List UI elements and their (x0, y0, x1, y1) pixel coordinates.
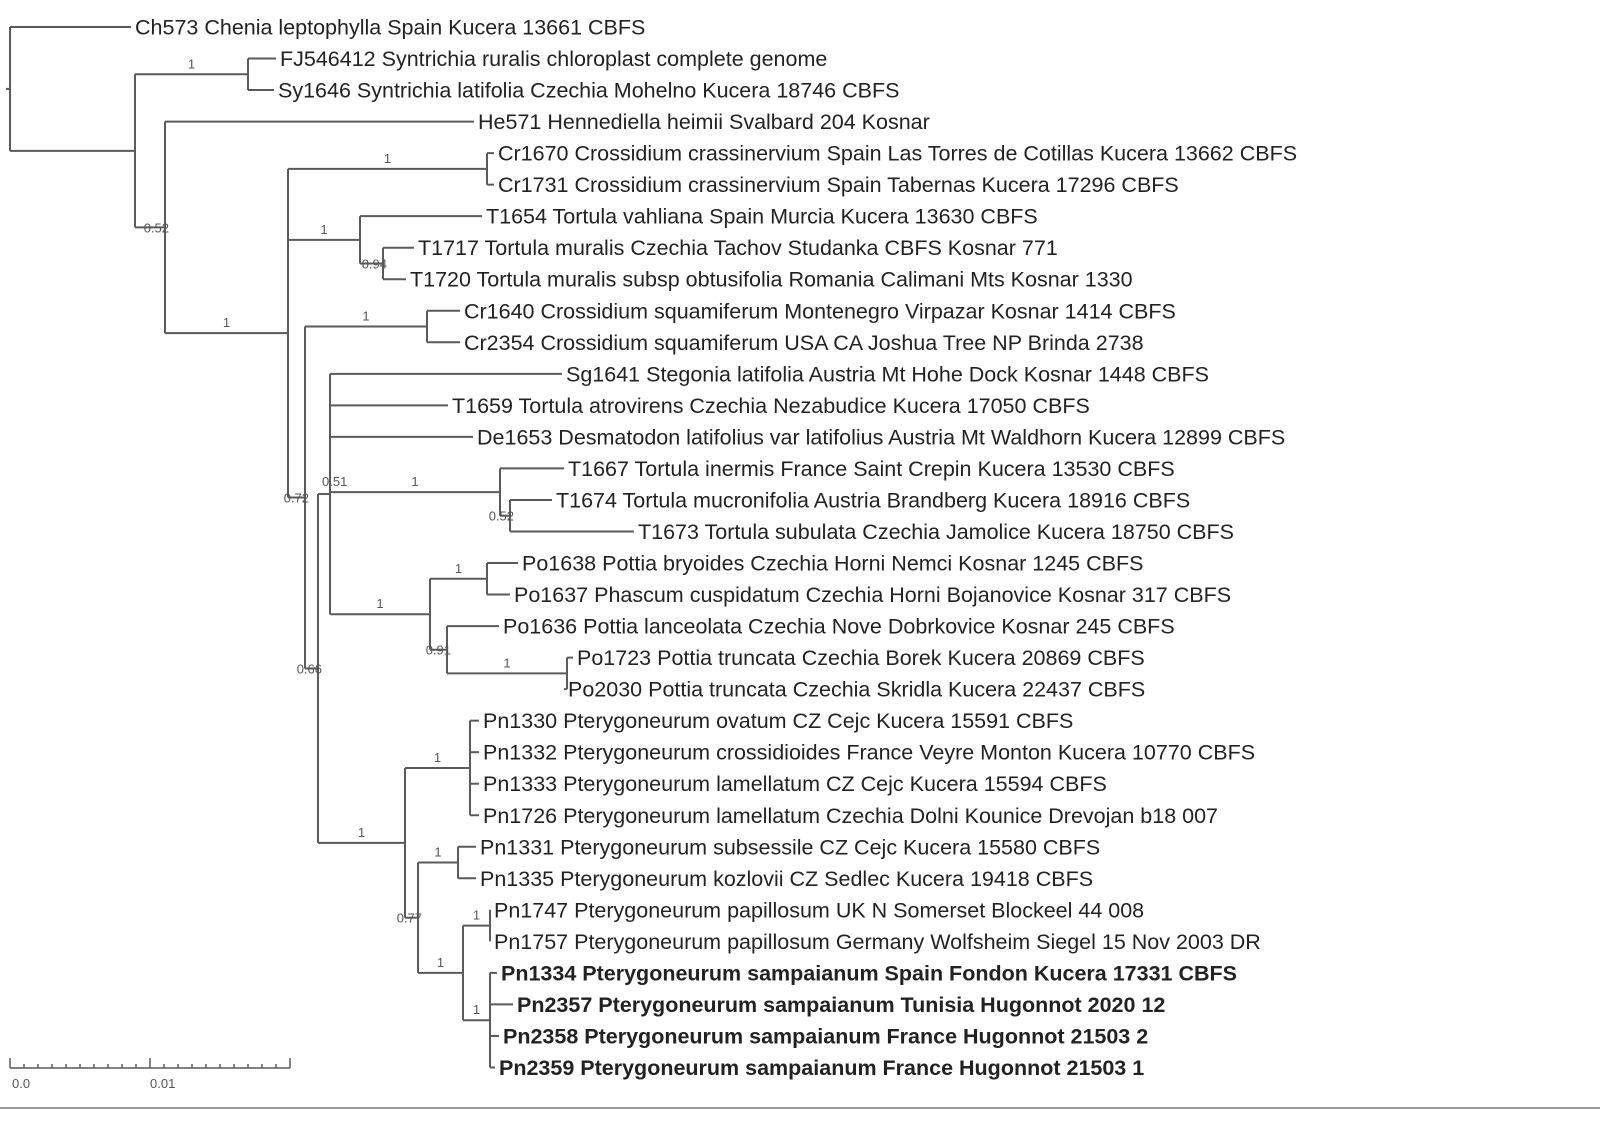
support-value: 1 (473, 908, 480, 923)
support-value: 0.91 (426, 643, 451, 658)
tip-label: Po1636 Pottia lanceolata Czechia Nove Do… (503, 615, 1175, 639)
support-value: 0.72 (284, 490, 309, 505)
tip-label: Po1638 Pottia bryoides Czechia Horni Nem… (522, 552, 1143, 576)
support-value: 1 (434, 750, 441, 765)
tip-label: T1667 Tortula inermis France Saint Crepi… (568, 457, 1175, 481)
tip-label: T1659 Tortula atrovirens Czechia Nezabud… (452, 394, 1090, 418)
support-value: 1 (473, 1002, 480, 1017)
support-value: 1 (411, 474, 418, 489)
support-value: 1 (358, 825, 365, 840)
support-value: 1 (384, 151, 391, 166)
tip-label: He571 Hennediella heimii Svalbard 204 Ko… (478, 110, 930, 134)
tip-label: Pn1747 Pterygoneurum papillosum UK N Som… (494, 898, 1144, 922)
support-value: 1 (320, 222, 327, 237)
support-value: 1 (434, 845, 441, 860)
tip-label: Pn2359 Pterygoneurum sampaianum France H… (499, 1056, 1144, 1080)
scale-label-0-01: 0.01 (150, 1076, 175, 1091)
support-value: 1 (455, 561, 462, 576)
tip-label: T1654 Tortula vahliana Spain Murcia Kuce… (486, 205, 1038, 229)
tip-label: Pn2358 Pterygoneurum sampaianum France H… (503, 1024, 1148, 1048)
tip-label: Pn1333 Pterygoneurum lamellatum CZ Cejc … (483, 772, 1107, 796)
tip-label: Po2030 Pottia truncata Czechia Skridla K… (568, 678, 1145, 702)
scale-label-0: 0.0 (12, 1076, 30, 1091)
tip-label: Po1723 Pottia truncata Czechia Borek Kuc… (577, 646, 1145, 670)
tip-label: Pn1334 Pterygoneurum sampaianum Spain Fo… (501, 961, 1237, 985)
tip-label: Pn1332 Pterygoneurum crossidioides Franc… (483, 741, 1255, 765)
support-value: 1 (437, 955, 444, 970)
tip-label: Pn1330 Pterygoneurum ovatum CZ Cejc Kuce… (483, 709, 1073, 733)
support-value: 0.77 (397, 911, 422, 926)
tip-label: Sy1646 Syntrichia latifolia Czechia Mohe… (278, 79, 899, 103)
support-value: 1 (223, 315, 230, 330)
tip-label: Pn1335 Pterygoneurum kozlovii CZ Sedlec … (480, 867, 1093, 891)
tip-label: Po1637 Phascum cuspidatum Czechia Horni … (514, 583, 1231, 607)
tip-label: Ch573 Chenia leptophylla Spain Kucera 13… (135, 16, 645, 40)
support-value: 0.94 (362, 256, 387, 271)
support-value: 0.51 (322, 474, 347, 489)
tip-label: Pn1726 Pterygoneurum lamellatum Czechia … (483, 804, 1218, 828)
support-value: 1 (188, 56, 195, 71)
tip-label: Pn2357 Pterygoneurum sampaianum Tunisia … (517, 993, 1165, 1017)
support-value: 0.66 (297, 661, 322, 676)
tip-label: Cr1640 Crossidium squamiferum Montenegro… (464, 299, 1176, 323)
tip-label: T1674 Tortula mucronifolia Austria Brand… (556, 488, 1190, 512)
support-value: 1 (376, 596, 383, 611)
tip-label: Cr1731 Crossidium crassinervium Spain Ta… (498, 173, 1179, 197)
tip-label: T1717 Tortula muralis Czechia Tachov Stu… (418, 236, 1058, 260)
support-value: 0.52 (144, 220, 169, 235)
support-value: 1 (362, 309, 369, 324)
scale-bar (9, 1058, 291, 1069)
tip-label: Cr2354 Crossidium squamiferum USA CA Jos… (464, 331, 1144, 355)
tip-label: Cr1670 Crossidium crassinervium Spain La… (498, 142, 1297, 166)
tip-label: FJ546412 Syntrichia ruralis chloroplast … (280, 47, 827, 71)
bottom-divider (0, 1107, 1600, 1109)
tip-label: T1673 Tortula subulata Czechia Jamolice … (638, 520, 1234, 544)
tip-label: Pn1757 Pterygoneurum papillosum Germany … (494, 930, 1261, 954)
support-value: 0.52 (489, 509, 514, 524)
tip-label: De1653 Desmatodon latifolius var latifol… (477, 425, 1285, 449)
tip-label: Pn1331 Pterygoneurum subsessile CZ Cejc … (480, 835, 1100, 859)
tip-label: Sg1641 Stegonia latifolia Austria Mt Hoh… (566, 362, 1209, 386)
support-value: 1 (503, 655, 510, 670)
tip-label: T1720 Tortula muralis subsp obtusifolia … (410, 268, 1133, 292)
